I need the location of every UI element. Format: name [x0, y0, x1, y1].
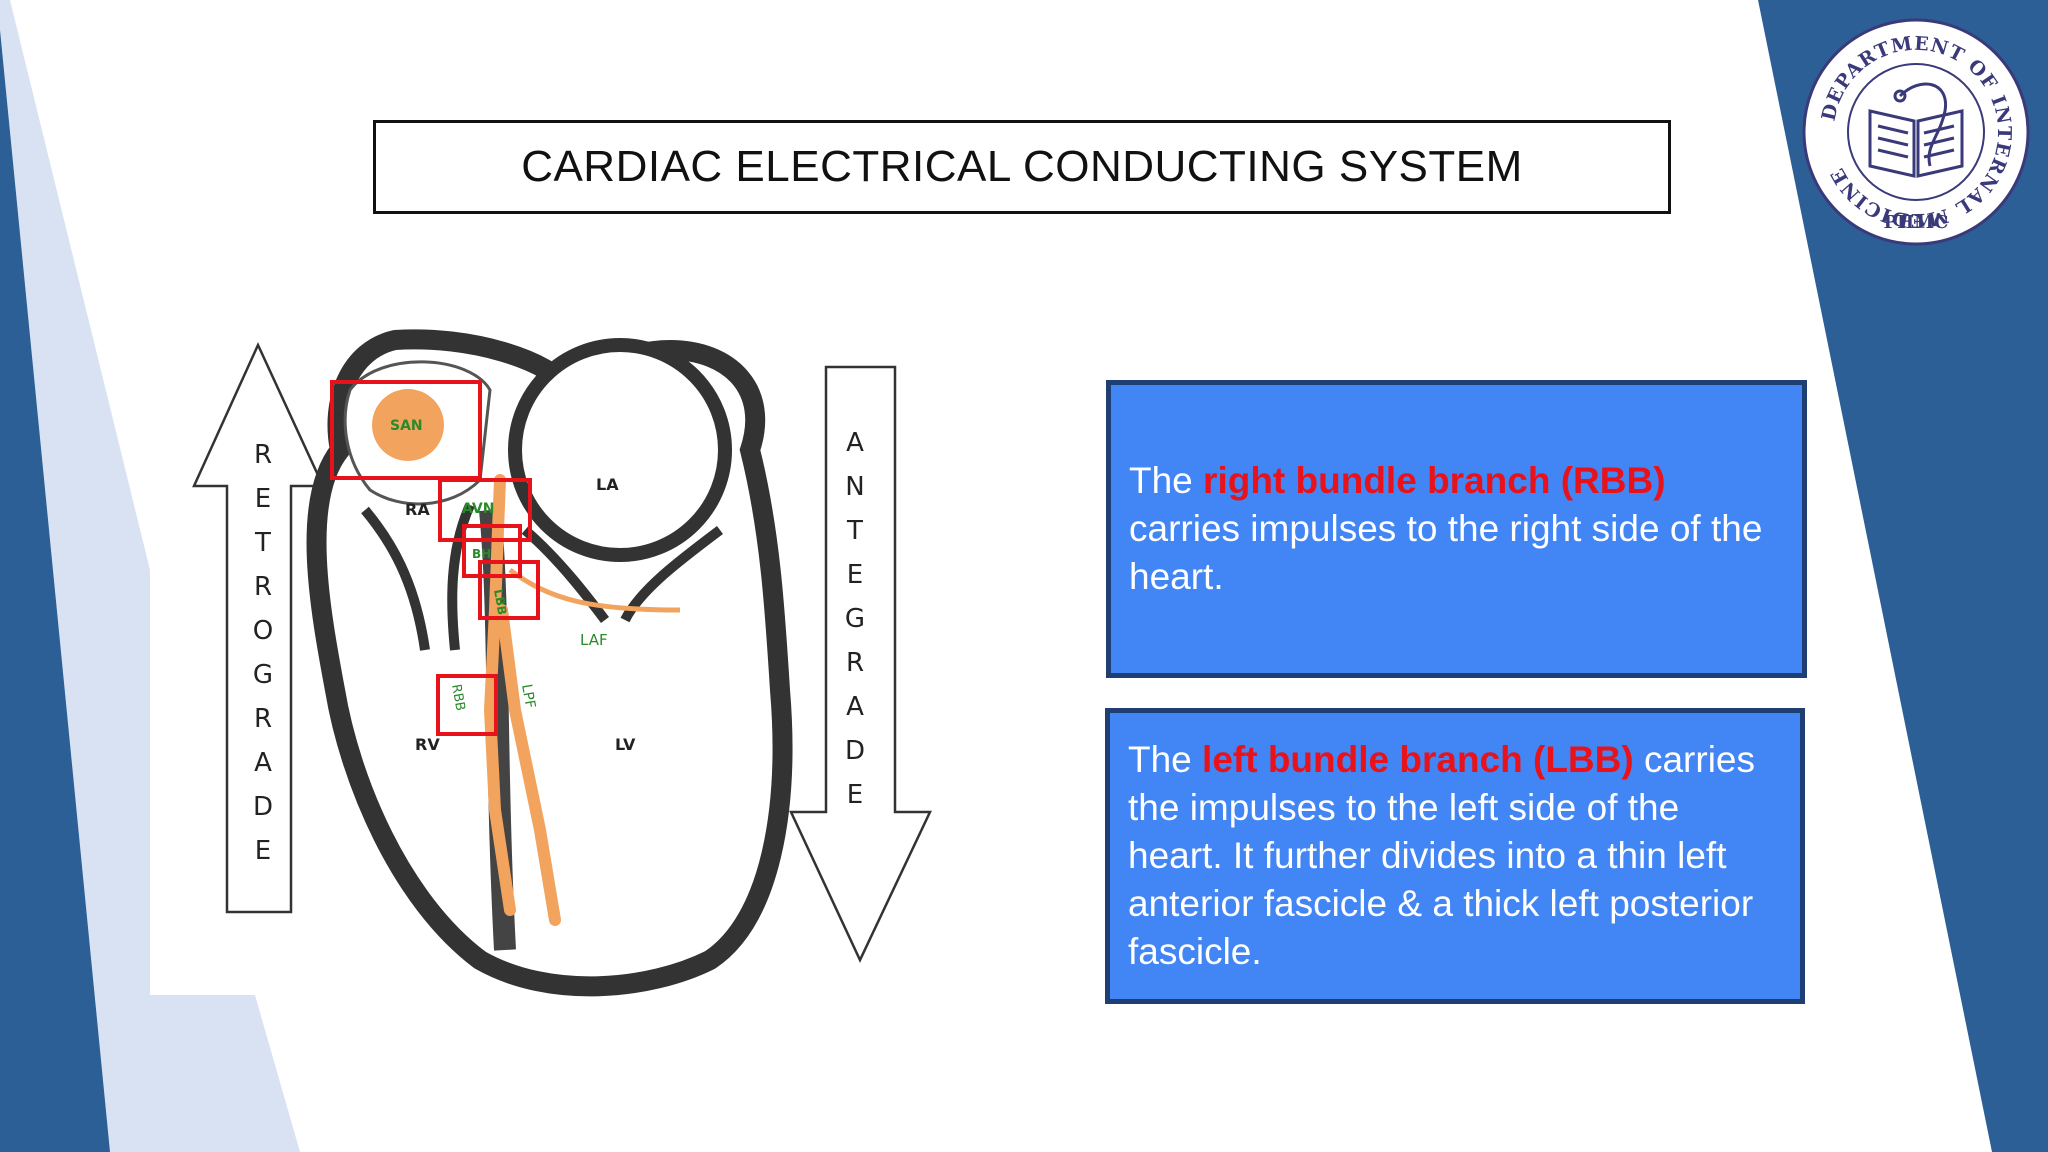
conduction-main-bundle: [483, 474, 516, 916]
label-rbb: RBB: [448, 683, 467, 712]
san-node[interactable]: [372, 389, 444, 461]
label-avn: AVN: [462, 501, 494, 517]
retrograde-label: R E T R O G R A D E: [243, 440, 283, 867]
ante-letter: A: [846, 692, 864, 722]
label-lpf: LPF: [518, 683, 538, 710]
antegrade-arrow: [789, 365, 932, 963]
retro-letter: R: [253, 440, 273, 470]
title-box: CARDIAC ELECTRICAL CONDUCTING SYSTEM: [373, 120, 1671, 214]
ante-letter: T: [847, 516, 863, 546]
ante-letter: E: [846, 560, 864, 590]
highlight-box-bh: [462, 524, 522, 578]
ante-letter: N: [845, 472, 865, 502]
right-dark-band: [1758, 0, 2048, 1152]
highlight-box-lbb: [478, 560, 540, 620]
retro-letter: R: [253, 572, 273, 602]
rbb-highlight: right bundle branch (RBB): [1203, 460, 1666, 501]
label-la: LA: [596, 475, 619, 494]
highlight-box-avn: [438, 478, 532, 542]
heart-diagram: RA LA RV LV SAN AVN BH LBB RBB LAF LPF: [192, 329, 932, 997]
label-bh: BH: [472, 547, 491, 561]
antegrade-label: A N T E G R A D E: [835, 428, 875, 811]
rbb-description: The right bundle branch (RBB) carries im…: [1129, 457, 1784, 601]
lbb-prefix: The: [1128, 739, 1203, 780]
seal-bottom-text: PHMC: [1884, 212, 1949, 233]
seal-inner-circle: [1847, 63, 1985, 201]
retro-letter: E: [254, 836, 272, 866]
lbb-description: The left bundle branch (LBB) carries the…: [1128, 736, 1782, 976]
conduction-laf-path: [508, 567, 681, 613]
la-chamber[interactable]: [508, 338, 732, 562]
open-book-stethoscope-icon: [1868, 82, 1964, 178]
tricuspid-leaflet-left: [361, 506, 430, 651]
rbb-info-box: The right bundle branch (RBB) carries im…: [1106, 380, 1807, 678]
slide-title: CARDIAC ELECTRICAL CONDUCTING SYSTEM: [521, 142, 1523, 191]
highlight-box-rbb: [436, 674, 498, 736]
ante-letter: G: [844, 604, 866, 634]
label-lbb: LBB: [491, 588, 509, 616]
label-rv: RV: [415, 735, 440, 754]
lbb-info-box: The left bundle branch (LBB) carries the…: [1105, 708, 1805, 1004]
label-san: SAN: [390, 418, 423, 434]
rbb-text: carries impulses to the right side of th…: [1129, 508, 1763, 597]
department-seal-logo: DEPARTMENT OF INTERNAL MEDICINE PHMC: [1802, 18, 2030, 246]
ante-letter: R: [845, 648, 865, 678]
left-dark-band: [0, 30, 110, 1152]
label-laf: LAF: [580, 631, 608, 649]
retro-letter: O: [252, 616, 274, 646]
retro-letter: D: [252, 792, 274, 822]
label-ra: RA: [405, 500, 430, 519]
tricuspid-leaflet-right: [447, 502, 475, 651]
retro-letter: T: [255, 528, 271, 558]
retro-letter: R: [253, 704, 273, 734]
retro-letter: E: [254, 484, 272, 514]
mitral-leaflet-left: [521, 526, 609, 624]
retro-letter: G: [252, 660, 274, 690]
ante-letter: D: [844, 736, 866, 766]
lbb-text: carries the impulses to the left side of…: [1128, 739, 1756, 972]
retro-letter: A: [254, 748, 272, 778]
ante-letter: A: [846, 428, 864, 458]
rbb-prefix: The: [1129, 460, 1204, 501]
lbb-highlight: left bundle branch (LBB): [1202, 739, 1634, 780]
label-lv: LV: [615, 735, 636, 754]
ante-letter: E: [846, 780, 864, 810]
highlight-box-san: [330, 380, 482, 480]
conduction-lpf-path: [496, 604, 561, 926]
